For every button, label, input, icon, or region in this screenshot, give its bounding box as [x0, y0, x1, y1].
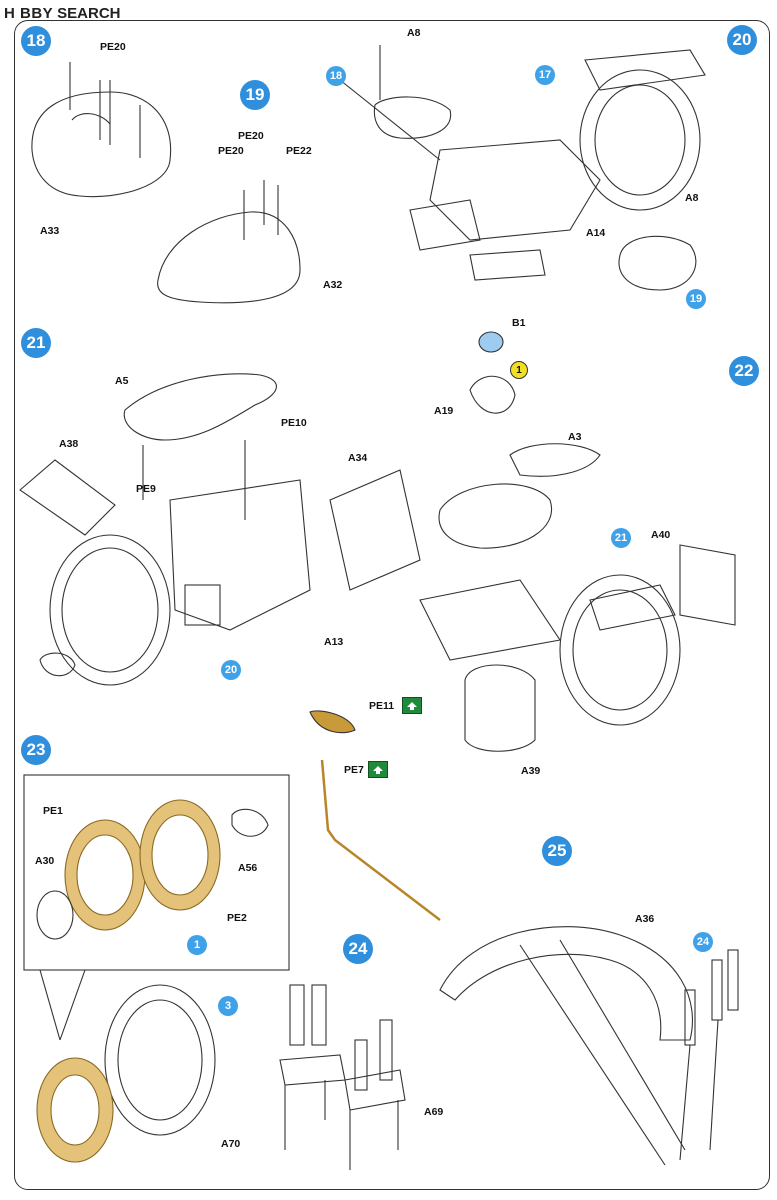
- label-pe20: PE20: [218, 145, 244, 157]
- tank-a33: [31, 91, 172, 198]
- logo-brand: H BBY: [4, 4, 54, 22]
- ref-21: 21: [611, 528, 631, 548]
- label-a5: A5: [115, 375, 129, 387]
- label-a8: A8: [407, 27, 421, 39]
- hobbysearch-logo: H BBY SEARCH: [4, 4, 121, 22]
- label-a38: A38: [59, 438, 79, 450]
- label-a34: A34: [348, 452, 368, 464]
- step-24-badge: 24: [343, 934, 373, 964]
- pe11-part: [309, 710, 356, 734]
- ref-3: 3: [218, 996, 238, 1016]
- step-19-badge: 19: [240, 80, 270, 110]
- label-pe20: PE20: [238, 130, 264, 142]
- tire: [104, 984, 216, 1136]
- flip-icon: [402, 697, 422, 714]
- front-fork-a70: [279, 984, 346, 1150]
- ref-1: 1: [187, 935, 207, 955]
- ref-18: 18: [326, 66, 346, 86]
- step-20-badge: 20: [727, 25, 757, 55]
- ref-19: 19: [686, 289, 706, 309]
- instruction-frame: [14, 20, 770, 1190]
- tank-a32: [157, 211, 301, 304]
- step-25-badge: 25: [542, 836, 572, 866]
- label-a36: A36: [635, 913, 655, 925]
- hub-a30: [36, 890, 74, 940]
- motorcycle-step22: [329, 331, 736, 752]
- ref-20: 20: [221, 660, 241, 680]
- label-a30: A30: [35, 855, 55, 867]
- label-a40: A40: [651, 529, 671, 541]
- pe7-part: [320, 759, 441, 921]
- motorcycle-step20: [339, 45, 706, 291]
- label-a56: A56: [238, 862, 258, 874]
- label-pe9: PE9: [136, 483, 156, 495]
- ref-24: 24: [693, 932, 713, 952]
- fender-a36: [439, 926, 693, 1041]
- step-22-badge: 22: [729, 356, 759, 386]
- spoke-wheel-pe1: [64, 819, 146, 931]
- hub-a56: [231, 808, 269, 837]
- motorcycle-step21: [19, 373, 311, 686]
- label-pe10: PE10: [281, 417, 307, 429]
- label-b1: B1: [512, 317, 526, 329]
- label-a32: A32: [323, 279, 343, 291]
- label-a8: A8: [685, 192, 699, 204]
- label-pe7: PE7: [344, 764, 364, 776]
- label-a33: A33: [40, 225, 60, 237]
- logo-search: SEARCH: [57, 4, 121, 22]
- label-a13: A13: [324, 636, 344, 648]
- label-pe20: PE20: [100, 41, 126, 53]
- front-fork-a69: [344, 1019, 406, 1170]
- step23-detail-box: [23, 774, 290, 971]
- label-a69: A69: [424, 1106, 444, 1118]
- step-23-badge: 23: [21, 735, 51, 765]
- label-a70: A70: [221, 1138, 241, 1150]
- flip-icon: [368, 761, 388, 778]
- label-pe22: PE22: [286, 145, 312, 157]
- label-pe11: PE11: [369, 700, 395, 712]
- step-21-badge: 21: [21, 328, 51, 358]
- step-18-badge: 18: [21, 26, 51, 56]
- ref-17: 17: [535, 65, 555, 85]
- spoke-wheel-pe2: [139, 799, 221, 911]
- label-a14: A14: [586, 227, 606, 239]
- note-marker: 1: [510, 361, 528, 379]
- label-a3: A3: [568, 431, 582, 443]
- label-a19: A19: [434, 405, 454, 417]
- label-a39: A39: [521, 765, 541, 777]
- label-pe1: PE1: [43, 805, 63, 817]
- label-pe2: PE2: [227, 912, 247, 924]
